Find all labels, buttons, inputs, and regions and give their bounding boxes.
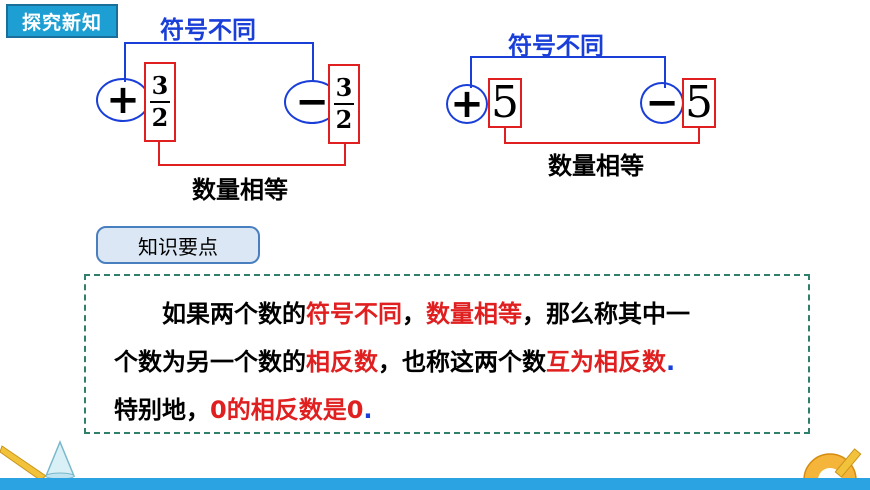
definition-box: 如果两个数的符号不同，数量相等，那么称其中一 个数为另一个数的相反数，也称这两个… [84, 274, 810, 434]
def-text: ，那么称其中一 [522, 300, 690, 328]
left-top-bracket [124, 42, 314, 82]
fraction-bar [150, 101, 170, 103]
left-bottom-label: 数量相等 [192, 176, 288, 204]
left-bottom-bracket [158, 142, 346, 166]
section-tag: 探究新知 [6, 4, 118, 38]
def-highlight: 数量相等 [426, 300, 522, 328]
left-second-numerator: 3 [335, 73, 353, 102]
left-second-sign: − [284, 79, 340, 125]
definition-line-1: 如果两个数的符号不同，数量相等，那么称其中一 [114, 290, 780, 338]
def-period: . [363, 396, 373, 424]
def-text: 个数为另一个数的 [114, 348, 306, 376]
left-second-fraction: 3 2 [334, 75, 354, 133]
right-top-label: 符号不同 [508, 32, 604, 60]
left-first-sign: + [96, 77, 150, 123]
right-second-sign: − [640, 80, 684, 126]
left-second-fraction-box: 3 2 [328, 64, 360, 144]
ruler-cone-icon [0, 440, 76, 480]
right-first-number-box: 5 [488, 78, 522, 128]
left-top-label: 符号不同 [160, 16, 256, 44]
right-bottom-label: 数量相等 [548, 152, 644, 180]
fraction-bar [334, 103, 354, 105]
def-highlight: 互为相反数 [546, 348, 666, 376]
left-first-fraction: 3 2 [150, 73, 170, 131]
left-first-fraction-box: 3 2 [144, 62, 176, 142]
def-period: . [666, 348, 676, 376]
right-second-number-box: 5 [682, 78, 716, 128]
footer-bar [0, 478, 870, 490]
key-points-label: 知识要点 [96, 226, 260, 264]
definition-line-3: 特别地，0的相反数是0. [114, 386, 780, 434]
def-text: ，也称这两个数 [378, 348, 546, 376]
def-text: ， [402, 300, 426, 328]
protractor-pencil-icon [803, 448, 862, 481]
right-second-number: 5 [685, 77, 713, 128]
right-first-sign: + [446, 81, 488, 127]
def-text: 如果两个数的 [162, 300, 306, 328]
left-first-denominator: 2 [151, 103, 169, 132]
def-highlight: 0的相反数是0 [210, 396, 364, 424]
def-highlight: 符号不同 [306, 300, 402, 328]
right-bottom-bracket [504, 128, 700, 144]
right-first-number: 5 [491, 77, 519, 128]
left-first-numerator: 3 [151, 71, 169, 100]
left-second-denominator: 2 [335, 105, 353, 134]
def-text: 特别地， [114, 396, 210, 424]
definition-line-2: 个数为另一个数的相反数，也称这两个数互为相反数. [114, 338, 780, 386]
right-top-bracket [470, 56, 666, 88]
def-highlight: 相反数 [306, 348, 378, 376]
